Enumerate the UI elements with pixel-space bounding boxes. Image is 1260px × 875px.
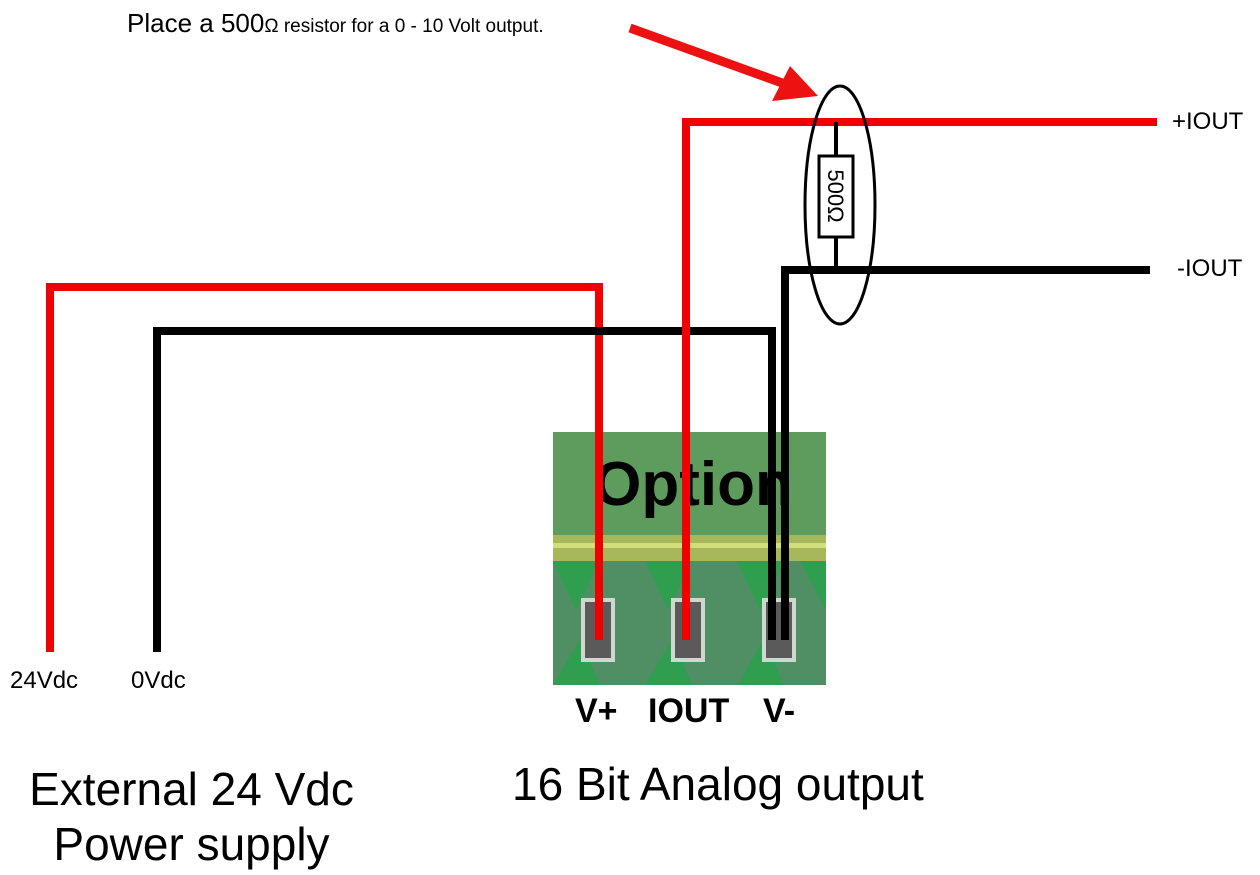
terminal-label-iout: IOUT: [648, 692, 730, 730]
wire-iout-minus: [781, 266, 1150, 640]
module-caption: 16 Bit Analog output: [512, 758, 924, 810]
label-24vdc: 24Vdc: [10, 667, 79, 694]
terminal-label-vplus: V+: [575, 692, 618, 730]
wire-24vdc: [46, 283, 603, 652]
wire-iout-plus: [682, 118, 1157, 640]
resistor-label: 500Ω: [823, 169, 848, 222]
resistor: 500Ω: [817, 122, 855, 270]
supply-caption: External 24 Vdc Power supply: [14, 762, 369, 872]
label-0vdc: 0Vdc: [131, 667, 186, 694]
note-prefix: Place a 500: [127, 8, 265, 38]
label-plus-iout: +IOUT: [1172, 108, 1244, 135]
note-rest: resistor for a 0 - 10 Volt output.: [278, 16, 544, 37]
label-minus-iout: -IOUT: [1177, 255, 1243, 282]
annotation-arrow: [628, 23, 818, 101]
supply-caption-line2: Power supply: [53, 818, 330, 871]
resistor-body: [817, 154, 855, 239]
module-name: Option: [593, 450, 793, 519]
resistor-note: Place a 500Ω resistor for a 0 - 10 Volt …: [127, 8, 544, 39]
wire-0vdc: [153, 327, 776, 652]
note-omega: Ω: [264, 16, 279, 37]
supply-caption-line1: External 24 Vdc: [29, 763, 354, 815]
terminal-label-vminus: V-: [763, 692, 796, 730]
resistor-highlight-ellipse: [803, 84, 877, 326]
